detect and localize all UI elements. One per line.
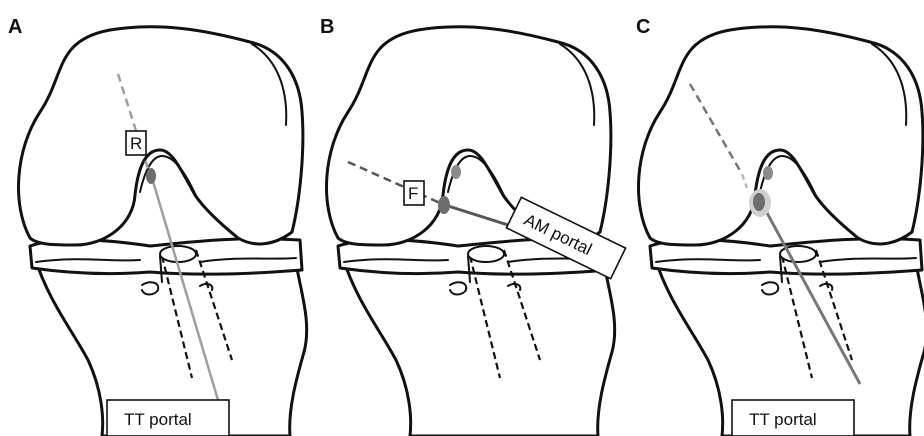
label-f: F — [408, 184, 418, 203]
rt-footprint-b — [451, 165, 461, 179]
panel-letter-c: C — [636, 16, 650, 38]
panel-letter-a: A — [8, 16, 22, 38]
femoral-footprint-b — [438, 196, 450, 214]
panel-c: C TT portal — [636, 16, 924, 436]
tt-portal-label-c: TT portal — [749, 410, 817, 429]
femoral-footprint-c — [753, 193, 765, 211]
knee-drawing-a — [19, 27, 307, 436]
femoral-footprint-a — [146, 168, 156, 184]
panel-a: A R TT portal — [8, 16, 307, 436]
panel-b: B F AM portal — [320, 16, 626, 436]
tt-portal-label-a: TT portal — [124, 410, 192, 429]
rt-footprint-c — [763, 166, 773, 180]
label-r: R — [130, 134, 142, 153]
knee-drawing-c — [639, 27, 924, 436]
panel-letter-b: B — [320, 16, 334, 38]
